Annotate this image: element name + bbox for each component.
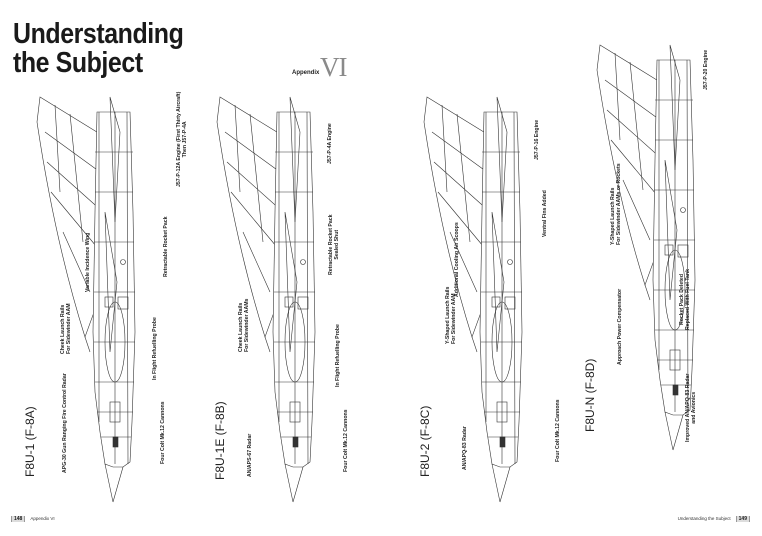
callout-text: Sealed Shut — [334, 229, 340, 260]
appendix-number: VI — [320, 52, 347, 82]
callout-engine: J57-P-12A Engine (First Thirty Aircraft)… — [176, 92, 188, 187]
callout-radar: AN/APS-67 Radar — [247, 433, 253, 477]
callout-ventral-fins: Ventral Fins Added — [542, 190, 548, 237]
page-number-left: 148 — [11, 516, 26, 522]
callout-launch-rails: Cheek Launch Rails For Sidewinder AAM — [60, 303, 72, 354]
appendix-label: Appendix — [292, 70, 320, 76]
callout-apc: Approach Power Compensator — [617, 288, 623, 365]
callout-radar: AN/APQ-83 Radar — [462, 426, 468, 470]
callout-radar: Improved AN/APQ-83 Radar and Avionics — [685, 374, 697, 442]
model-label: F8U-2 (F-8C) — [418, 405, 432, 477]
aircraft-line-drawing — [596, 44, 696, 451]
callout-text: For Sidewinder AAM — [451, 293, 457, 344]
callout-engine: J57-P-20 Engine — [703, 49, 709, 90]
callout-engine: J57-P-4A Engine — [327, 123, 333, 164]
callout-launch-rails: Y-Shaped Launch Rails For Sidewinder AAM… — [610, 163, 622, 245]
callout-text: Then J57-P-4A — [182, 121, 188, 158]
callout-cannons: Four Colt Mk.12 Cannons — [343, 409, 349, 472]
footer-left-text: Appendix VI — [30, 516, 55, 521]
title-line-2: the Subject — [13, 47, 143, 79]
callout-launch-rails: Cheek Launch Rails For Sidewinder AAMs — [238, 299, 250, 352]
model-label: F8U-N (F-8D) — [583, 358, 597, 432]
callout-refuelling-probe: In Flight Refuelling Probe — [152, 317, 158, 380]
footer-right-text: Understanding the Subject — [677, 516, 731, 521]
callout-engine: J57-P-16 Engine — [534, 119, 540, 160]
callout-text: For Sidewinder AAM — [66, 303, 72, 354]
callout-wing: Variable Incidence Wing — [85, 232, 91, 292]
aircraft-line-drawing — [423, 96, 523, 503]
callout-rocket-pack: Retractable Rocket Pack — [163, 216, 169, 277]
callout-refuelling-probe: In Flight Refuelling Probe — [335, 324, 341, 387]
callout-rocket-deleted: Rocket Pack Deleted Replaced With Fuel T… — [679, 269, 691, 330]
callout-radar: APG-30 Gun Ranging Fire Control Radar — [62, 373, 68, 473]
callout-text: and Avionics — [691, 391, 697, 424]
aircraft-line-drawing — [36, 96, 136, 503]
callout-text: For Sidewinder AAMs or Rockets — [616, 163, 622, 245]
page-title: Understanding the Subject — [13, 18, 184, 79]
aircraft-line-drawing — [216, 96, 316, 503]
model-label: F8U-1E (F-8B) — [213, 401, 227, 480]
callout-text: For Sidewinder AAMs — [244, 298, 250, 352]
title-line-1: Understanding — [13, 18, 184, 50]
callout-cannons: Four Colt Mk.12 Cannons — [160, 401, 166, 464]
model-label: F8U-1 (F-8A) — [23, 406, 37, 477]
callout-rocket-pack: Retractable Rocket Pack Sealed Shut — [328, 214, 340, 275]
footer-right: Understanding the Subject 149 — [678, 516, 750, 522]
callout-launch-rails: Y-Shaped Launch Rails For Sidewinder AAM — [445, 287, 457, 344]
page-number-right: 149 — [735, 516, 750, 522]
callout-cannons: Four Colt Mk.12 Cannons — [555, 399, 561, 462]
footer-left: 148 Appendix VI — [11, 516, 55, 522]
callout-text: Replaced With Fuel Tank — [685, 269, 691, 330]
